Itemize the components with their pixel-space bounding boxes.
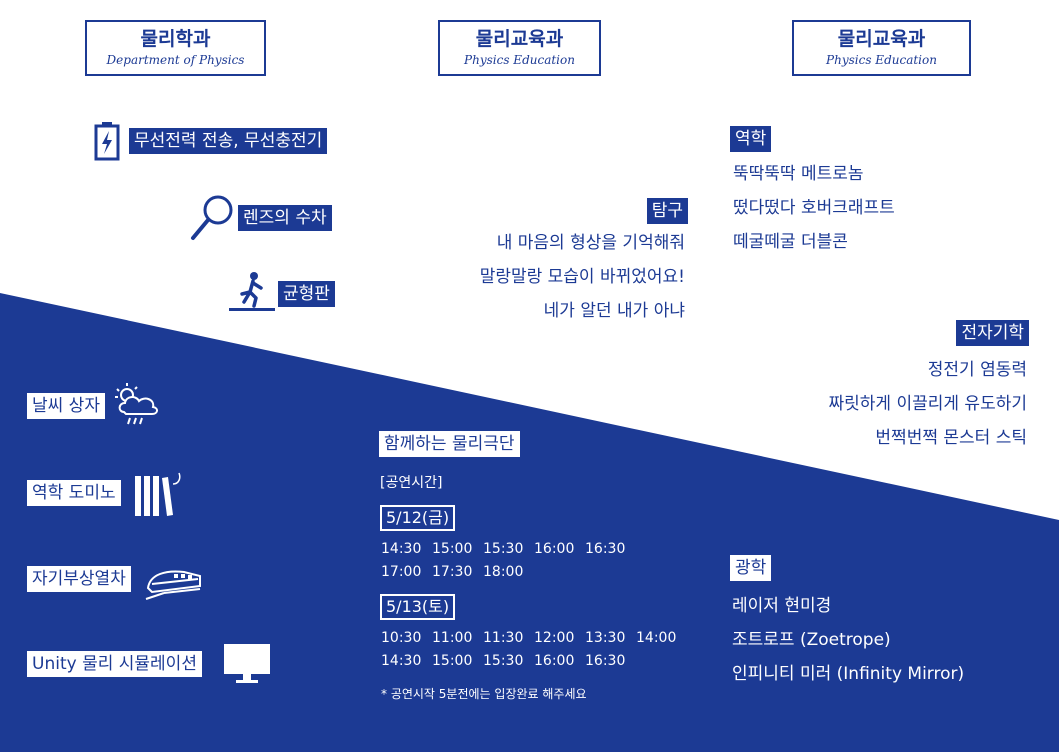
item-label: Unity 물리 시뮬레이션 <box>27 651 202 677</box>
item-label: 역학 도미노 <box>27 480 121 506</box>
list-item: 정전기 염동력 <box>927 360 1027 380</box>
domino-icon <box>133 470 183 518</box>
time-slot: 14:30 <box>381 541 422 557</box>
list-item: 레이저 현미경 <box>732 596 832 616</box>
time-slot: 15:30 <box>483 653 524 669</box>
header-education-subtitle: Physics Education <box>826 53 937 67</box>
time-slot: 14:30 <box>381 653 422 669</box>
date-label: 5/13(토) <box>380 594 456 620</box>
inquiry-section: 탐구 <box>646 198 688 224</box>
list-item: 역학 도미노 <box>27 480 121 506</box>
time-slot: 14:00 <box>636 630 677 646</box>
item-label: 균형판 <box>278 281 335 307</box>
list-item: 떼굴떼굴 더블콘 <box>733 232 848 252</box>
header-physics: 물리학과 Department of Physics <box>85 20 266 76</box>
list-item: 네가 알던 내가 아냐 <box>543 301 685 321</box>
time-slot: 11:30 <box>483 630 524 646</box>
mechanics-section: 역학 <box>730 126 772 152</box>
inquiry-title: 탐구 <box>646 198 688 224</box>
item-label: 렌즈의 수차 <box>238 205 332 231</box>
optics-section: 광학 <box>730 555 772 581</box>
list-item: Unity 물리 시뮬레이션 <box>27 651 202 677</box>
maglev-train-icon <box>144 562 202 602</box>
time-slot: 16:00 <box>534 541 575 557</box>
inquiry-list: 내 마음의 형상을 기억해줘 말랑말랑 모습이 바뀌었어요! 네가 알던 내가 … <box>480 232 685 322</box>
time-slot: 16:00 <box>534 653 575 669</box>
header-physics-title: 물리학과 <box>140 28 211 50</box>
list-item: 무선전력 전송, 무선충전기 <box>129 128 328 154</box>
time-slot: 16:30 <box>585 541 626 557</box>
list-item: 짜릿하게 이끌리게 유도하기 <box>828 394 1028 414</box>
time-slot: 12:00 <box>534 630 575 646</box>
time-slot: 17:00 <box>381 564 422 580</box>
electromagnetism-section: 전자기학 <box>956 320 1029 346</box>
list-item: 말랑말랑 모습이 바뀌었어요! <box>479 267 685 287</box>
balance-person-icon <box>228 270 276 312</box>
weather-cloud-icon <box>114 382 160 426</box>
time-slot: 11:00 <box>432 630 473 646</box>
date-label: 5/12(금) <box>380 505 456 531</box>
item-label: 자기부상열차 <box>27 566 131 592</box>
mechanics-title: 역학 <box>730 126 772 152</box>
header-physics-education-1: 물리교육과 Physics Education <box>438 20 601 76</box>
date-badge: 5/12(금) <box>380 505 456 531</box>
performance-time-label: [공연시간] <box>380 475 443 491</box>
time-row: 10:30 11:00 11:30 12:00 13:30 14:00 <box>381 627 687 649</box>
header-physics-subtitle: Department of Physics <box>106 53 245 67</box>
header-education-title: 물리교육과 <box>475 28 564 50</box>
theater-section: 함께하는 물리극단 <box>379 431 520 457</box>
date-badge: 5/13(토) <box>380 594 456 620</box>
electromagnetism-title: 전자기학 <box>956 320 1029 346</box>
time-slot: 17:30 <box>432 564 473 580</box>
time-row: 17:00 17:30 18:00 <box>381 561 534 583</box>
optics-title: 광학 <box>730 555 772 581</box>
time-slot: 13:30 <box>585 630 626 646</box>
list-item: 번쩍번쩍 몬스터 스틱 <box>875 428 1027 448</box>
time-slot: 18:00 <box>483 564 524 580</box>
monitor-icon <box>223 643 271 685</box>
theater-title: 함께하는 물리극단 <box>379 431 520 457</box>
list-item: 내 마음의 형상을 기억해줘 <box>496 233 685 253</box>
optics-list: 레이저 현미경 조트로프 (Zoetrope) 인피니티 미러 (Infinit… <box>732 595 964 685</box>
time-slot: 15:00 <box>432 653 473 669</box>
header-physics-education-2: 물리교육과 Physics Education <box>792 20 971 76</box>
item-label: 날씨 상자 <box>27 393 105 419</box>
header-education-title: 물리교육과 <box>837 28 926 50</box>
time-slot: 15:00 <box>432 541 473 557</box>
time-slot: 15:30 <box>483 541 524 557</box>
list-item: 조트로프 (Zoetrope) <box>732 630 891 650</box>
list-item: 균형판 <box>278 281 335 307</box>
battery-charging-icon <box>92 121 122 161</box>
header-education-subtitle: Physics Education <box>464 53 575 67</box>
list-item: 날씨 상자 <box>27 393 105 419</box>
time-slot: 10:30 <box>381 630 422 646</box>
list-item: 렌즈의 수차 <box>238 205 332 231</box>
list-item: 자기부상열차 <box>27 566 131 592</box>
time-row: 14:30 15:00 15:30 16:00 16:30 <box>381 538 636 560</box>
time-row: 14:30 15:00 15:30 16:00 16:30 <box>381 650 636 672</box>
list-item: 떴다떴다 호버크래프트 <box>733 198 895 218</box>
mechanics-list: 뚝딱뚝딱 메트로놈 떴다떴다 호버크래프트 떼굴떼굴 더블콘 <box>733 163 895 253</box>
electromagnetism-list: 정전기 염동력 짜릿하게 이끌리게 유도하기 번쩍번쩍 몬스터 스틱 <box>829 359 1028 449</box>
item-label: 무선전력 전송, 무선충전기 <box>129 128 328 154</box>
magnifier-icon <box>190 193 236 241</box>
list-item: 인피니티 미러 (Infinity Mirror) <box>732 664 965 684</box>
time-slot: 16:30 <box>585 653 626 669</box>
entry-note: * 공연시작 5분전에는 입장완료 해주세요 <box>381 687 587 701</box>
list-item: 뚝딱뚝딱 메트로놈 <box>733 164 864 184</box>
